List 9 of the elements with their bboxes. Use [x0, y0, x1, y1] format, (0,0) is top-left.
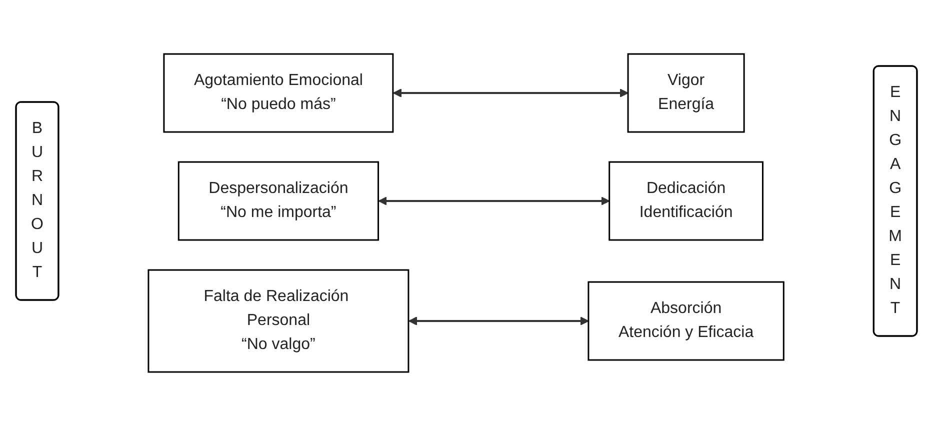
- node-box: Absorción Atención y Eficacia: [587, 280, 784, 360]
- node-box: Falta de Realización Personal “No valgo”: [147, 268, 409, 372]
- node-box: Vigor Energía: [626, 52, 744, 132]
- arrow: [392, 88, 628, 97]
- arrow: [378, 196, 610, 205]
- arrow: [408, 316, 588, 325]
- node-box: Dedicación Identificación: [608, 160, 763, 240]
- node-box: Despersonalización “No me importa”: [177, 160, 379, 240]
- node-box: Agotamiento Emocional “No puedo más”: [162, 52, 394, 132]
